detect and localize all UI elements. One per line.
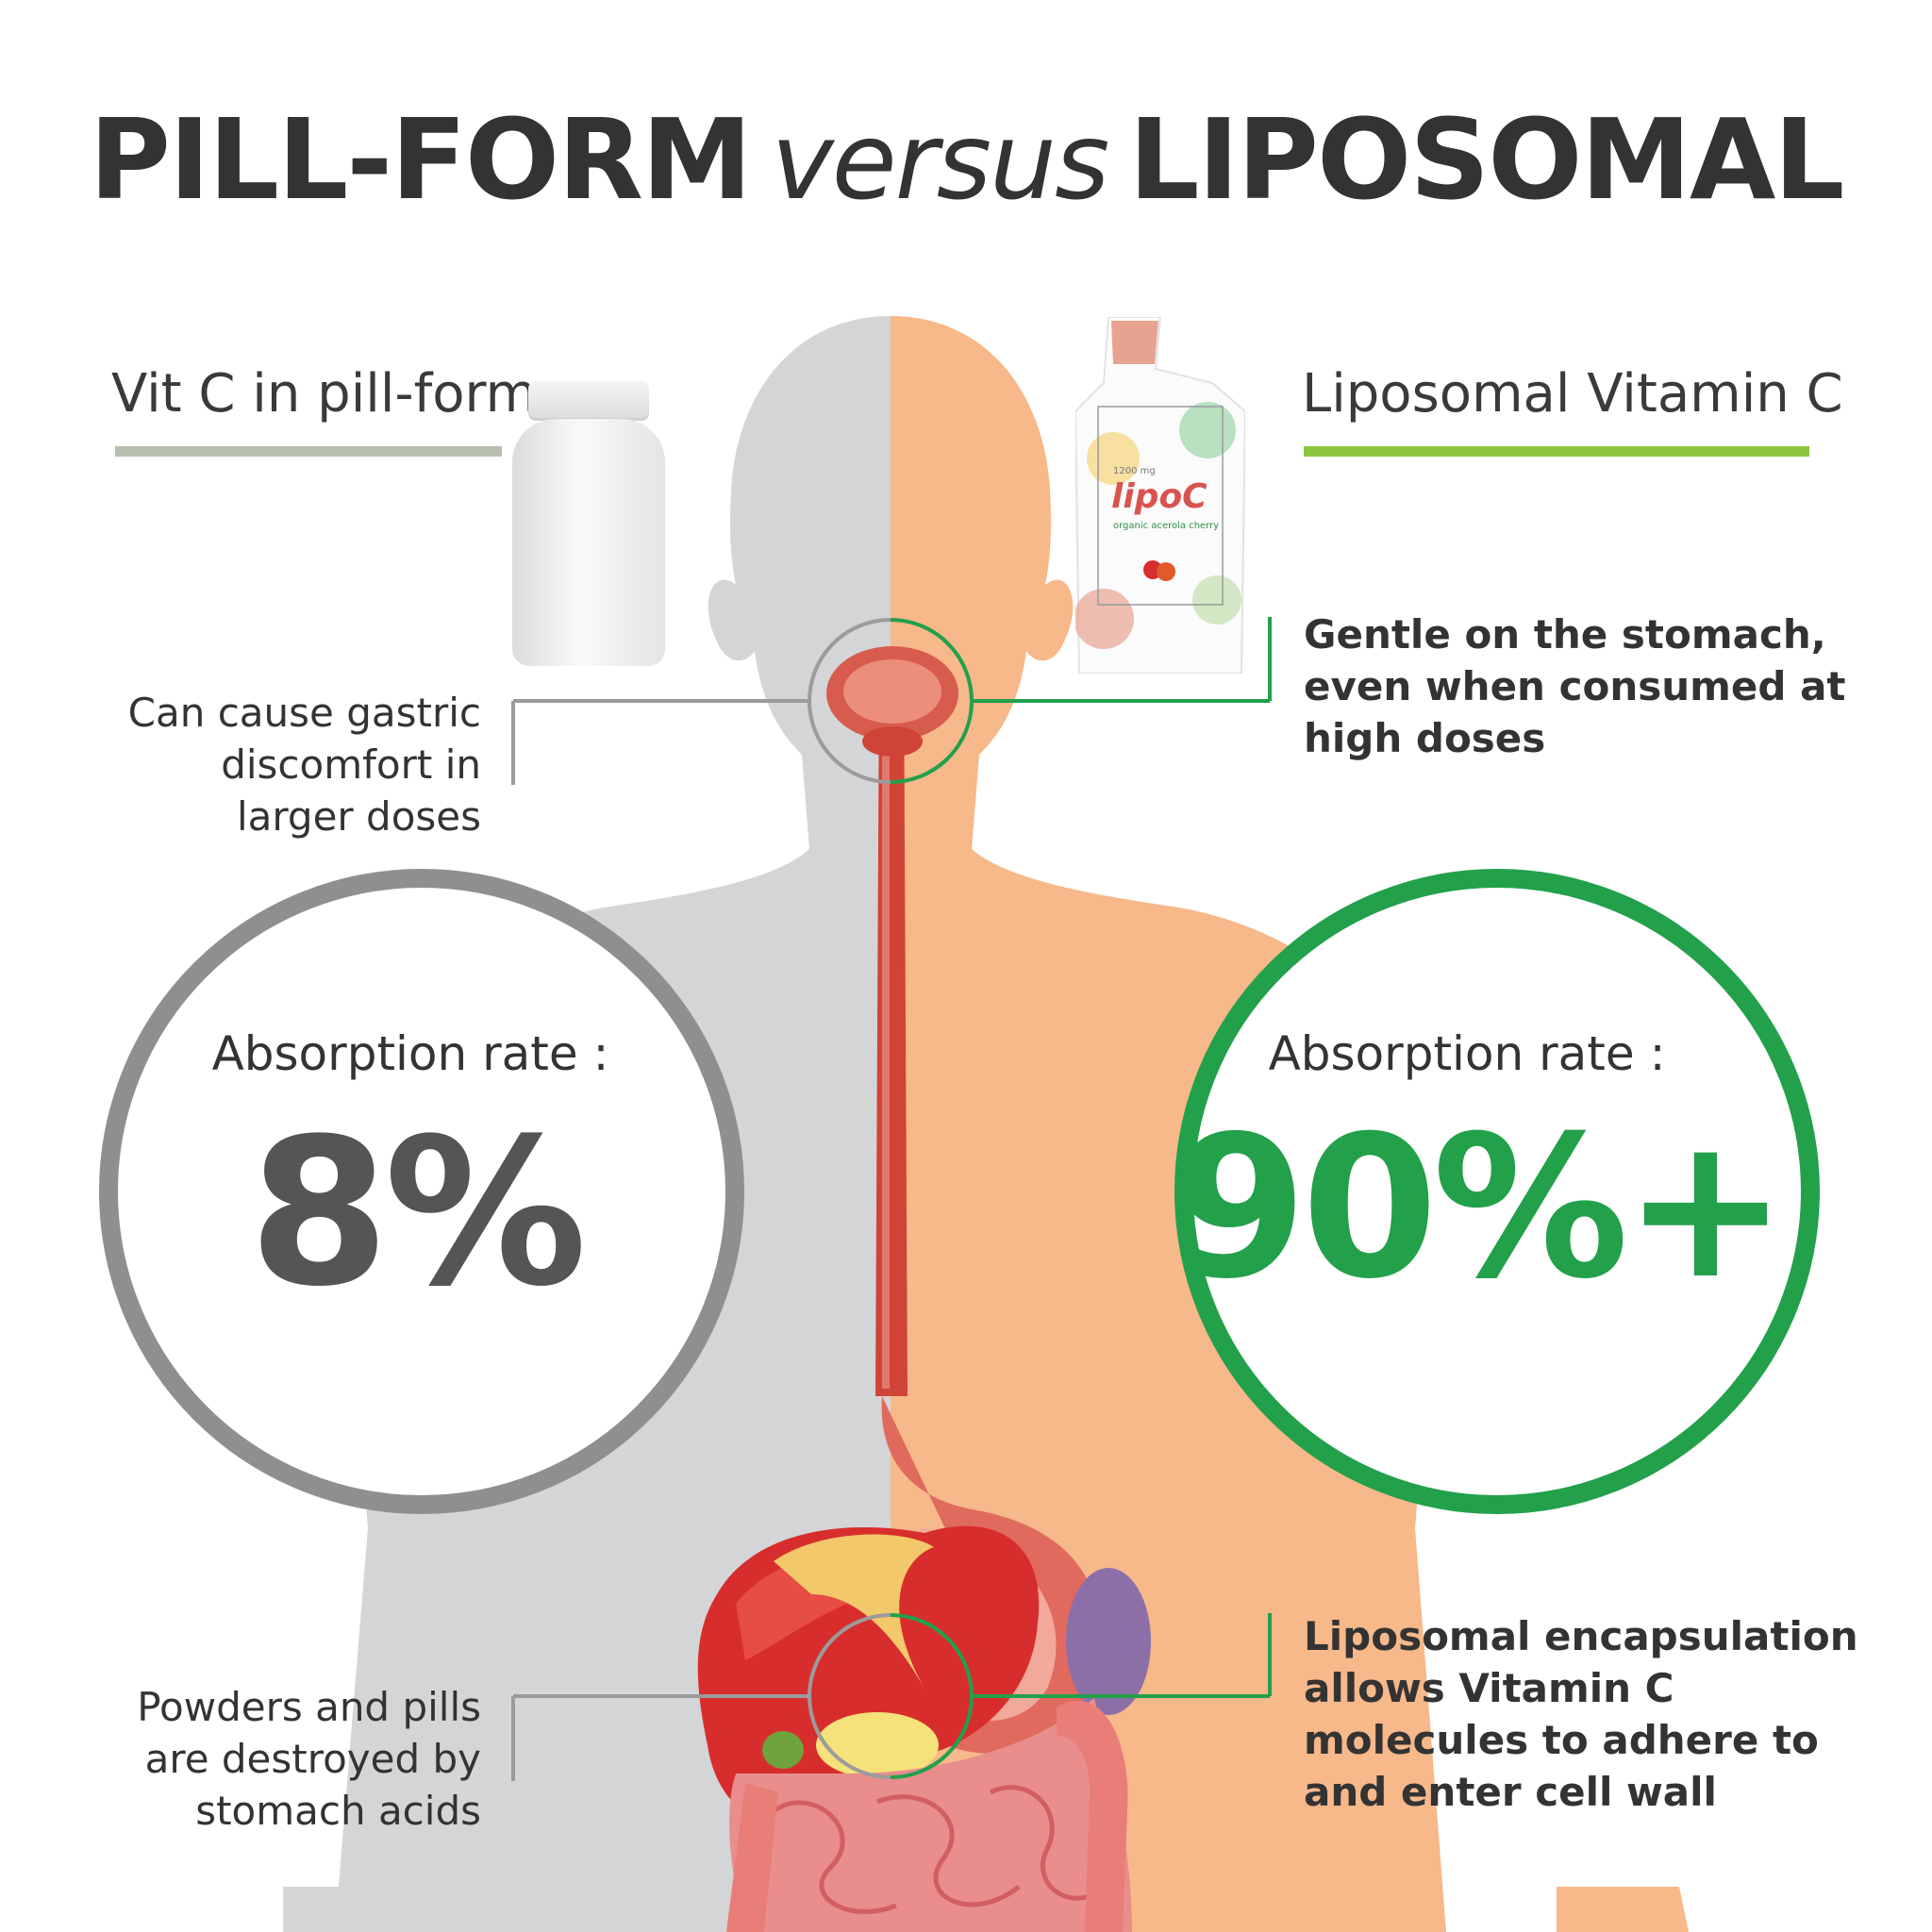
left-absorption-value: 8%	[248, 1094, 587, 1331]
title-part-3: LIPOSOMAL	[1128, 94, 1844, 225]
digestive-system-icon	[697, 646, 1151, 1932]
pill-bottle-cap	[528, 381, 649, 421]
right-heading: Liposomal Vitamin C	[1302, 363, 1843, 425]
callout-lines	[511, 617, 1272, 1781]
absorption-circle-left	[99, 869, 744, 1514]
right-caption-bottom: Liposomal encapsulation allows Vitamin C…	[1304, 1613, 1858, 1815]
left-divider	[115, 446, 502, 457]
absorption-circle-right	[1174, 869, 1820, 1514]
title-part-2: versus	[771, 101, 1109, 224]
product-brand: lipoC	[1111, 477, 1208, 516]
liposomal-sachet-icon	[1075, 317, 1245, 674]
left-absorption-label: Absorption rate :	[211, 1026, 609, 1081]
pill-bottle-icon	[512, 419, 665, 666]
right-absorption-label: Absorption rate :	[1268, 1026, 1666, 1081]
right-absorption-value: 90%+	[1170, 1094, 1788, 1323]
right-caption-top: Gentle on the stomach, even when consume…	[1304, 611, 1846, 761]
title-part-1: PILL-FORM	[89, 94, 753, 225]
right-divider	[1304, 446, 1809, 457]
product-dose: 1200 mg	[1113, 466, 1156, 476]
left-heading: Vit C in pill-form	[111, 363, 538, 425]
left-caption-top: Can cause gastric discomfort in larger d…	[127, 690, 481, 840]
product-subtitle: organic acerola cherry	[1113, 521, 1220, 531]
left-caption-bottom: Powders and pills are destroyed by stoma…	[137, 1684, 481, 1834]
